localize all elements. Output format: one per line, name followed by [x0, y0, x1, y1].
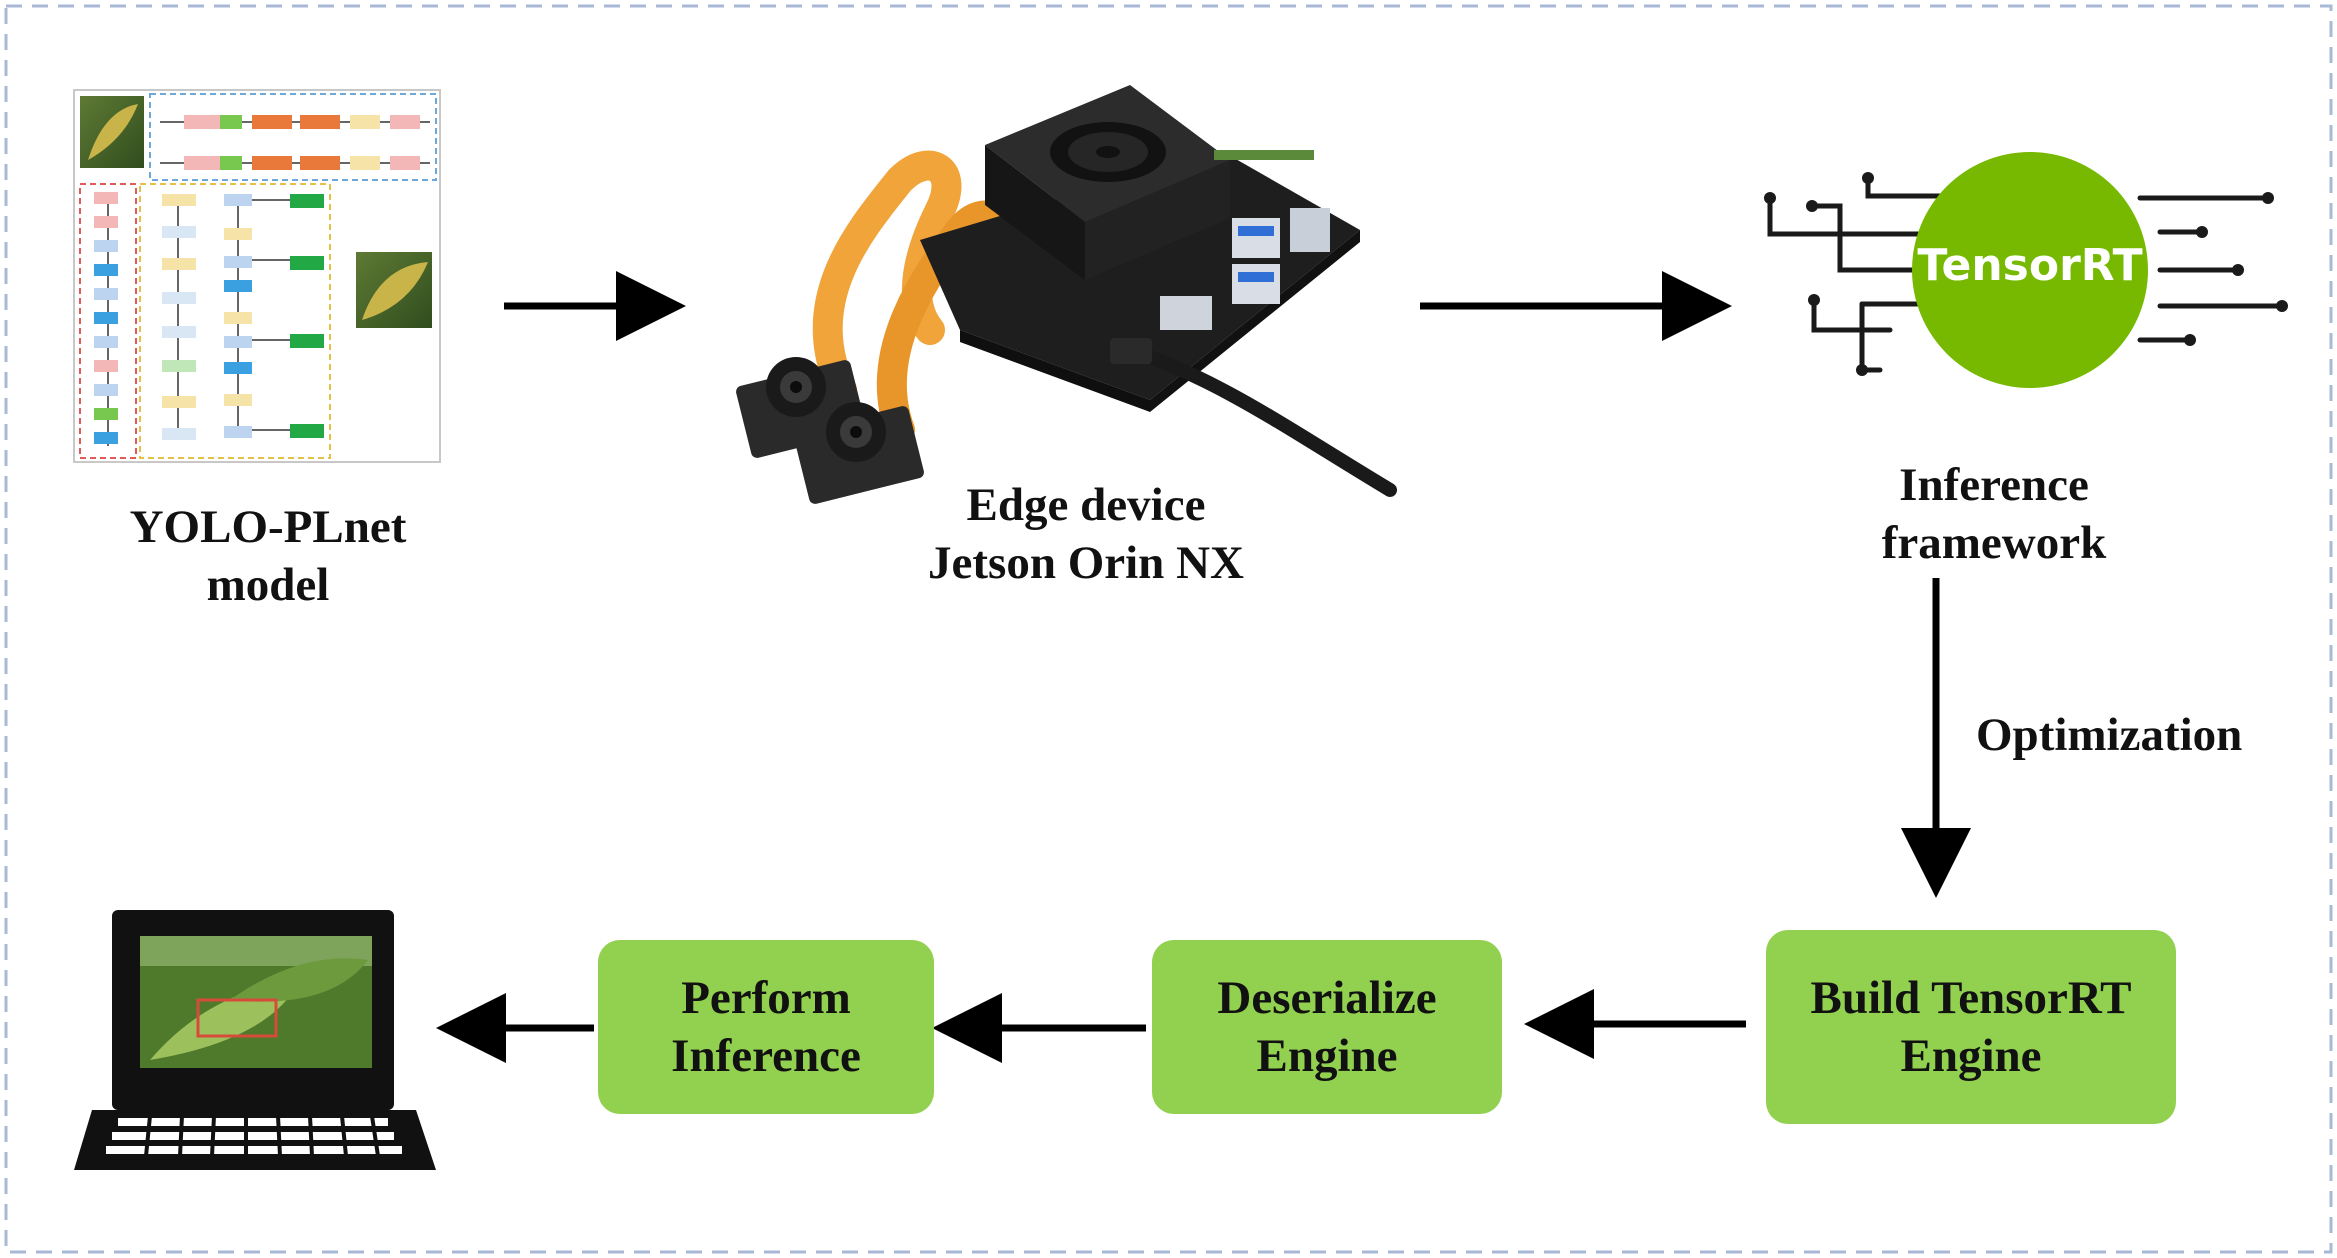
build-tensorrt-engine-box: Build TensorRT Engine	[1766, 930, 2176, 1124]
tensorrt-logo	[1764, 152, 2288, 388]
edge-device-label-line2: Jetson Orin NX	[928, 537, 1244, 590]
build-box-line2: Engine	[1900, 1030, 2042, 1082]
laptop-icon	[74, 910, 436, 1170]
model-label-line1: YOLO-PLnet	[129, 501, 407, 553]
deserialize-box-line1: Deserialize	[1217, 971, 1437, 1024]
model-label: YOLO-PLnet model	[70, 498, 466, 615]
tensorrt-logo-text: TensorRT	[1917, 240, 2143, 291]
perform-box-line1: Perform	[681, 971, 851, 1024]
framework-label-line1: Inference	[1899, 459, 2089, 511]
build-box-line1: Build TensorRT	[1810, 971, 2132, 1024]
perform-inference-box: Perform Inference	[598, 940, 934, 1114]
framework-label-line2: framework	[1881, 517, 2107, 570]
model-label-line2: model	[206, 559, 330, 612]
deserialize-engine-box: Deserialize Engine	[1152, 940, 1502, 1114]
deserialize-box-line2: Engine	[1256, 1030, 1398, 1082]
edge-device-label: Edge device Jetson Orin NX	[846, 476, 1326, 593]
edge-device-label-line1: Edge device	[966, 479, 1206, 531]
perform-box-line2: Inference	[671, 1030, 861, 1082]
framework-label: Inference framework	[1794, 456, 2194, 573]
diagram-frame	[4, 4, 2333, 1254]
jetson-board-icon	[736, 85, 1397, 504]
network-architecture-thumbnail	[73, 89, 441, 463]
optimization-label: Optimization	[1976, 709, 2243, 761]
